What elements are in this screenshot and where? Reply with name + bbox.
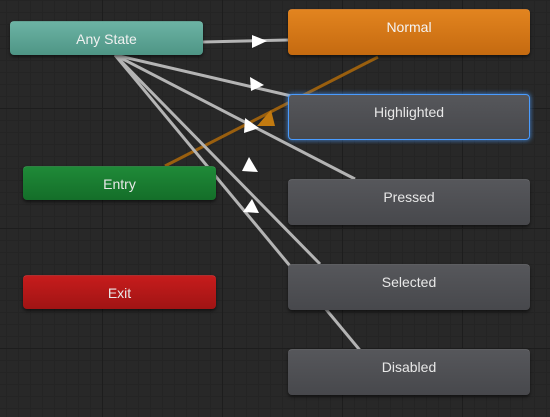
transition-any-normal[interactable]: [202, 38, 289, 44]
transition-arrow-disabled: [243, 199, 259, 213]
state-highlighted-label: Highlighted: [373, 104, 445, 120]
state-disabled-node[interactable]: Disabled: [288, 349, 530, 395]
state-selected-node[interactable]: Selected: [288, 264, 530, 310]
transition-arrow-pressed: [244, 118, 259, 133]
transition-arrow-selected: [242, 157, 258, 172]
state-selected-label: Selected: [381, 274, 437, 290]
state-normal-node[interactable]: Normal: [288, 9, 530, 55]
transition-arrow-highlighted: [250, 77, 264, 91]
state-highlighted-node[interactable]: Highlighted: [288, 94, 530, 140]
state-disabled-label: Disabled: [381, 359, 437, 375]
state-pressed-node[interactable]: Pressed: [288, 179, 530, 225]
entry-label: Entry: [103, 175, 136, 192]
default-transition-entry-normal[interactable]: [164, 55, 379, 168]
state-pressed-label: Pressed: [383, 189, 435, 205]
transition-any-pressed[interactable]: [114, 53, 356, 181]
transition-any-disabled[interactable]: [113, 54, 385, 379]
any-state-label: Any State: [76, 30, 137, 47]
state-normal-label: Normal: [386, 19, 432, 35]
exit-label: Exit: [107, 284, 132, 301]
transition-any-selected[interactable]: [113, 53, 322, 266]
transition-arrow-normal: [252, 35, 267, 48]
exit-node[interactable]: Exit: [23, 275, 216, 309]
default-transition-arrow: [257, 110, 275, 126]
entry-node[interactable]: Entry: [23, 166, 216, 200]
transition-any-highlighted[interactable]: [114, 53, 301, 100]
any-state-node[interactable]: Any State: [10, 21, 203, 55]
